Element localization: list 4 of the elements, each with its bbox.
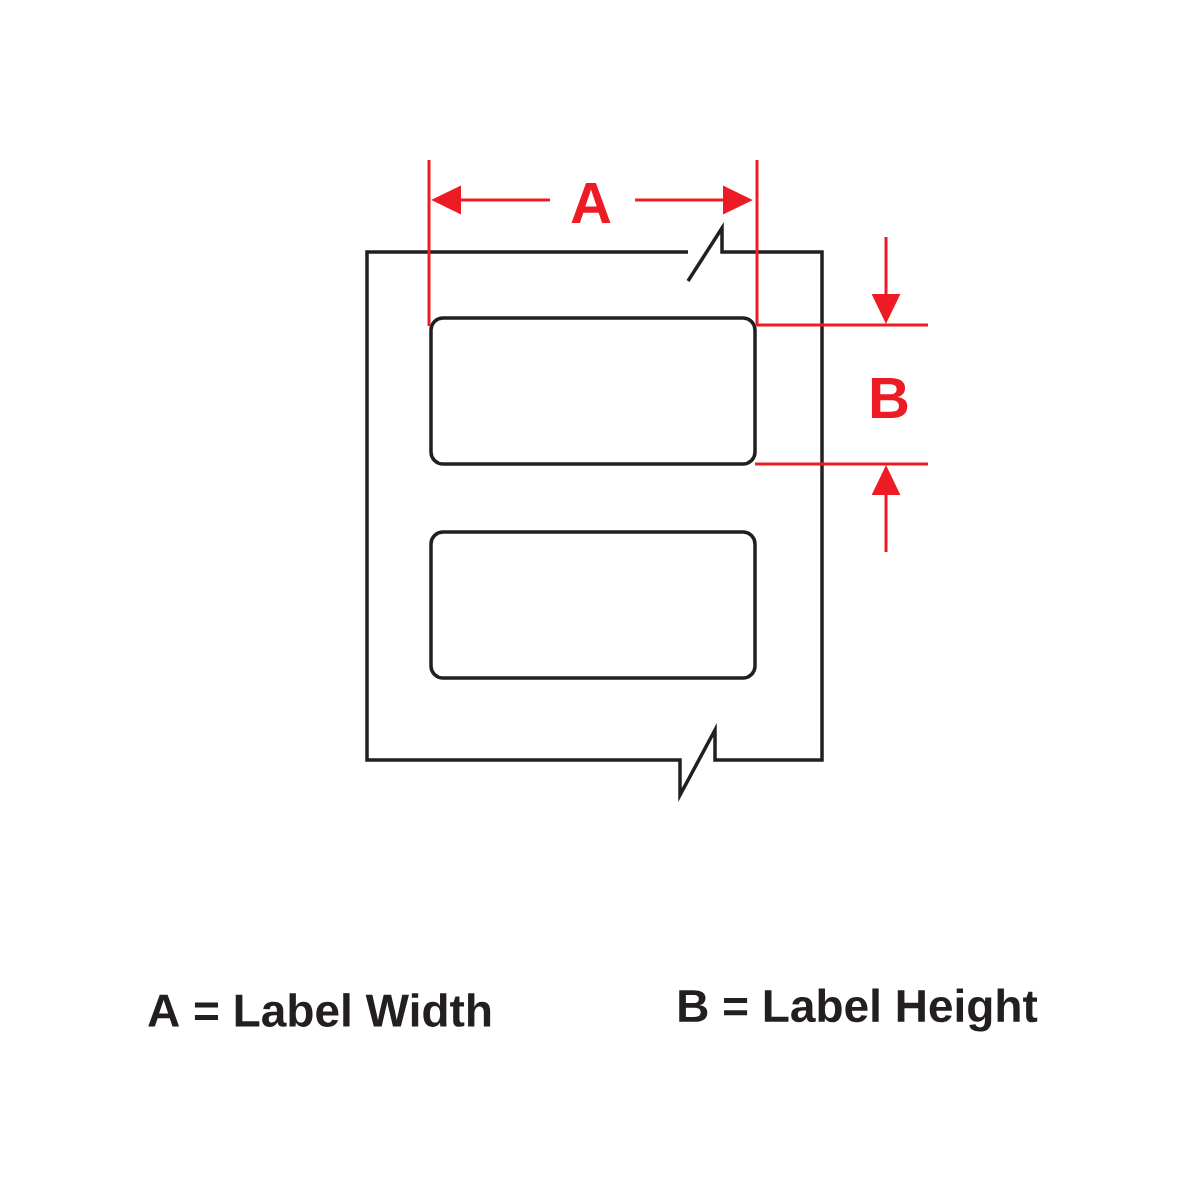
legend-text: A = Label Width — [148, 993, 491, 1027]
legend-text: B = Label Height — [679, 988, 1038, 1032]
dimension-label: A — [571, 183, 611, 223]
dimension-label: B — [871, 378, 908, 418]
